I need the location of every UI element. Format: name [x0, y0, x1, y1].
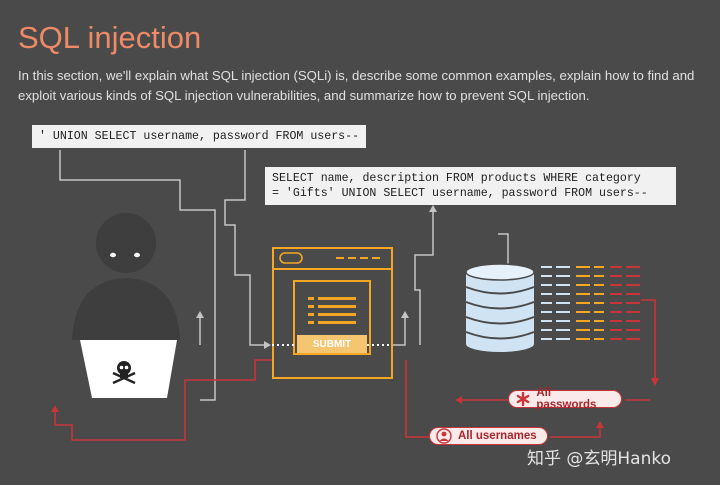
arrowhead-right — [264, 341, 271, 349]
user-icon — [436, 428, 452, 444]
submit-button[interactable]: SUBMIT — [297, 335, 367, 353]
arrowhead-left — [455, 396, 462, 404]
page-title: SQL injection — [18, 20, 202, 55]
all-usernames-badge: All usernames — [429, 427, 548, 445]
all-passwords-badge: All passwords — [508, 387, 622, 411]
flow-line-payload-to-attacker — [59, 150, 216, 401]
return-line-to-laptop — [54, 359, 272, 441]
database-icon — [465, 263, 535, 352]
flow-line-fullquery — [414, 210, 434, 345]
web-form-window — [272, 247, 393, 379]
data-table-rows — [541, 266, 640, 340]
arrowhead-down — [651, 378, 659, 386]
watermark-text: 知乎 @玄明Hanko — [527, 449, 672, 469]
asterisk-icon — [515, 391, 530, 407]
full-query-box: SELECT name, description FROM products W… — [265, 167, 676, 205]
skull-crossbones-icon — [112, 361, 136, 385]
arrowhead-up — [401, 311, 409, 318]
arrowhead-up — [429, 205, 437, 212]
arrowhead-up — [196, 311, 204, 318]
flow-line-db-entry — [498, 233, 509, 278]
arrowhead-up — [51, 405, 59, 412]
return-line-passwords — [641, 299, 656, 380]
payload-query-box: ' UNION SELECT username, password FROM u… — [32, 125, 366, 148]
attacker-figure — [72, 213, 180, 340]
all-passwords-label: All passwords — [536, 387, 597, 411]
all-usernames-label: All usernames — [458, 430, 537, 442]
arrowhead-up — [596, 421, 604, 428]
intro-paragraph: In this section, we'll explain what SQL … — [18, 68, 695, 103]
flow-line-payload-to-form — [224, 150, 268, 346]
return-line-usernames — [550, 427, 601, 438]
flow-line-form-to-db — [392, 316, 406, 346]
attacker-laptop — [80, 340, 177, 398]
return-line-form-down — [405, 360, 430, 438]
